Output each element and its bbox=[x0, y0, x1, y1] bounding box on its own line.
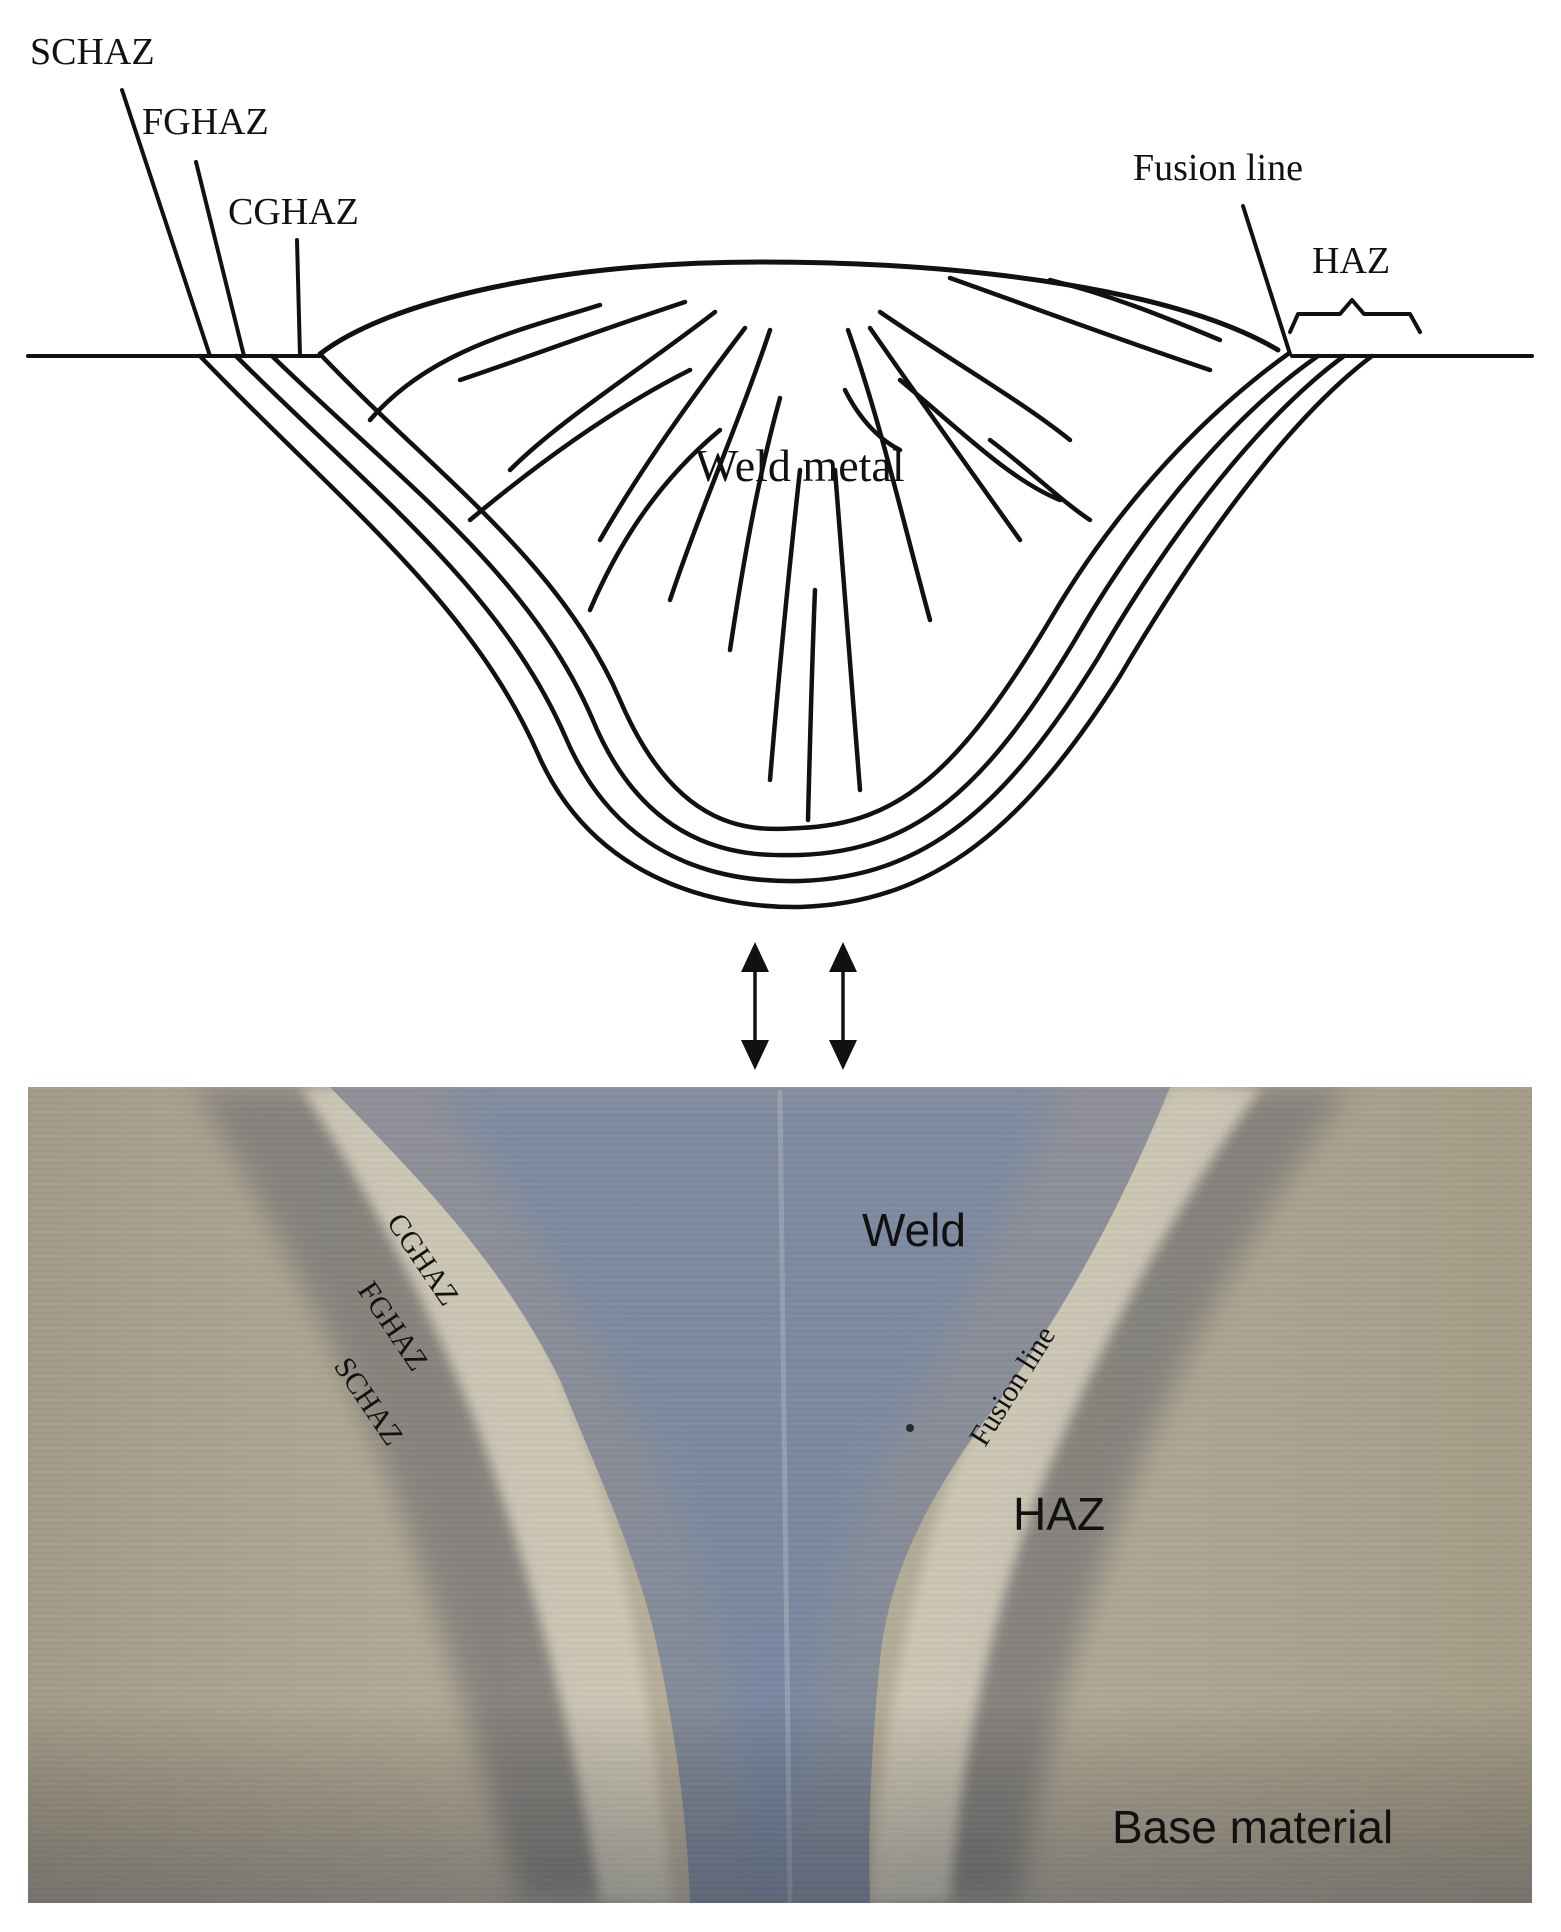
arrow-left bbox=[741, 942, 769, 1070]
fghaz-band-outer bbox=[233, 353, 1347, 884]
leader-schaz bbox=[120, 88, 212, 358]
micro-label-haz: HAZ bbox=[1013, 1488, 1105, 1540]
fusion-boundary bbox=[317, 351, 1291, 832]
label-haz: HAZ bbox=[1312, 240, 1390, 282]
label-weld-metal: Weld metal bbox=[695, 440, 905, 491]
label-cghaz: CGHAZ bbox=[228, 191, 359, 233]
leader-fusion-line bbox=[1241, 204, 1292, 356]
micro-label-base-material: Base material bbox=[1112, 1801, 1393, 1853]
weld-schematic bbox=[26, 88, 1534, 1070]
bottom-vignette bbox=[28, 1700, 1532, 1903]
label-schaz: SCHAZ bbox=[30, 31, 155, 73]
leader-fghaz bbox=[194, 160, 246, 358]
micro-label-weld: Weld bbox=[862, 1204, 966, 1256]
label-fghaz: FGHAZ bbox=[142, 101, 269, 143]
cghaz-band-outer bbox=[269, 353, 1321, 858]
inclusion-dot bbox=[906, 1424, 914, 1432]
weld-micrograph bbox=[28, 1087, 1532, 1903]
leader-cghaz bbox=[295, 238, 302, 358]
columnar-grains bbox=[367, 275, 1223, 823]
weld-cap-crown bbox=[317, 259, 1281, 357]
haz-bracket bbox=[1288, 298, 1422, 334]
label-fusion-line: Fusion line bbox=[1133, 147, 1303, 189]
schaz-band-outer bbox=[197, 353, 1375, 910]
arrow-right bbox=[829, 942, 857, 1070]
